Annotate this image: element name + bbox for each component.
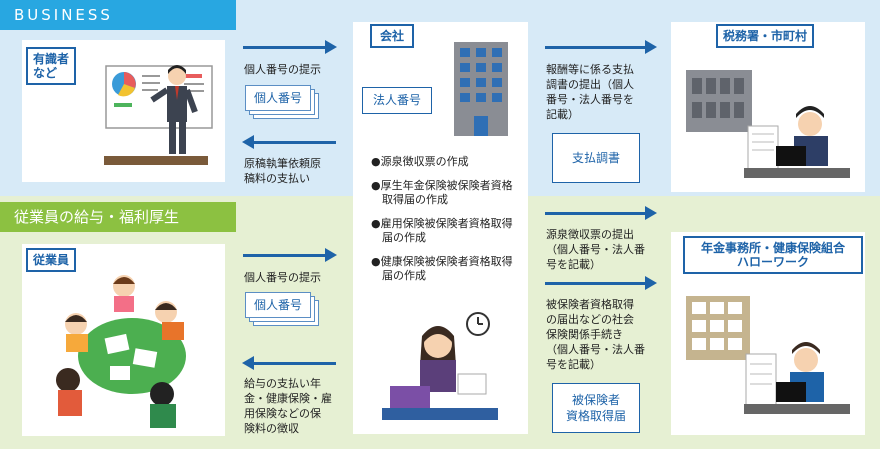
employee-tag: 従業員 (26, 248, 76, 272)
task-item: ●健康保険被保険者資格取得届の作成 (371, 255, 521, 283)
pension-office-illustration (684, 294, 854, 426)
tax-office-illustration (684, 68, 854, 186)
company-to-tax-label: 報酬等に係る支払 調書の提出（個人 番号・法人番号を 記載） (546, 62, 634, 122)
company-to-employee-arrow (253, 362, 336, 365)
employee-to-company-label: 個人番号の提示 (244, 270, 321, 285)
company-to-tax-label-2: 源泉徴収票の提出 （個人番号・法人番 号を記載） (546, 227, 645, 272)
expert-tag: 有識者 など (26, 47, 76, 85)
company-task-list: ●源泉徴収票の作成 ●厚生年金保険被保険者資格取得届の作成 ●雇用保険被保険者資… (371, 155, 521, 293)
employees-meeting-illustration (52, 272, 212, 432)
employee-section-label: 従業員の給与・福利厚生 (0, 202, 236, 232)
corp-number-box: 法人番号 (362, 87, 432, 114)
task-item: ●厚生年金保険被保険者資格取得届の作成 (371, 179, 521, 207)
payment-record-box: 支払調書 (552, 133, 640, 183)
employee-to-company-arrow (243, 254, 326, 257)
business-section-label: BUSINESS (0, 0, 236, 30)
company-to-pension-arrow (545, 282, 646, 285)
tax-office-tag: 税務署・市町村 (716, 24, 814, 48)
expert-to-company-label: 個人番号の提示 (244, 62, 321, 77)
pension-office-tag: 年金事務所・健康保険組合 ハローワーク (683, 236, 863, 274)
presenter-illustration (100, 58, 220, 168)
task-item: ●源泉徴収票の作成 (371, 155, 521, 169)
company-building-icon (452, 40, 510, 138)
my-number-doc-2: 個人番号 (245, 292, 311, 318)
task-item: ●雇用保険被保険者資格取得届の作成 (371, 217, 521, 245)
company-to-tax-arrow (545, 46, 646, 49)
company-tag: 会社 (370, 24, 414, 48)
company-to-tax-arrow-2 (545, 212, 646, 215)
busy-worker-illustration (380, 308, 500, 424)
insured-form-box: 被保険者 資格取得届 (552, 383, 640, 433)
company-to-expert-label: 原稿執筆依頼原 稿料の支払い (244, 156, 321, 186)
my-number-doc-1: 個人番号 (245, 85, 311, 111)
company-to-pension-label: 被保険者資格取得 の届出などの社会 保険関係手続き （個人番号・法人番 号を記載… (546, 297, 645, 372)
company-to-expert-arrow (253, 141, 336, 144)
company-to-employee-label: 給与の支払い年 金・健康保険・雇 用保険などの保 険料の徴収 (244, 376, 332, 436)
expert-to-company-arrow (243, 46, 326, 49)
